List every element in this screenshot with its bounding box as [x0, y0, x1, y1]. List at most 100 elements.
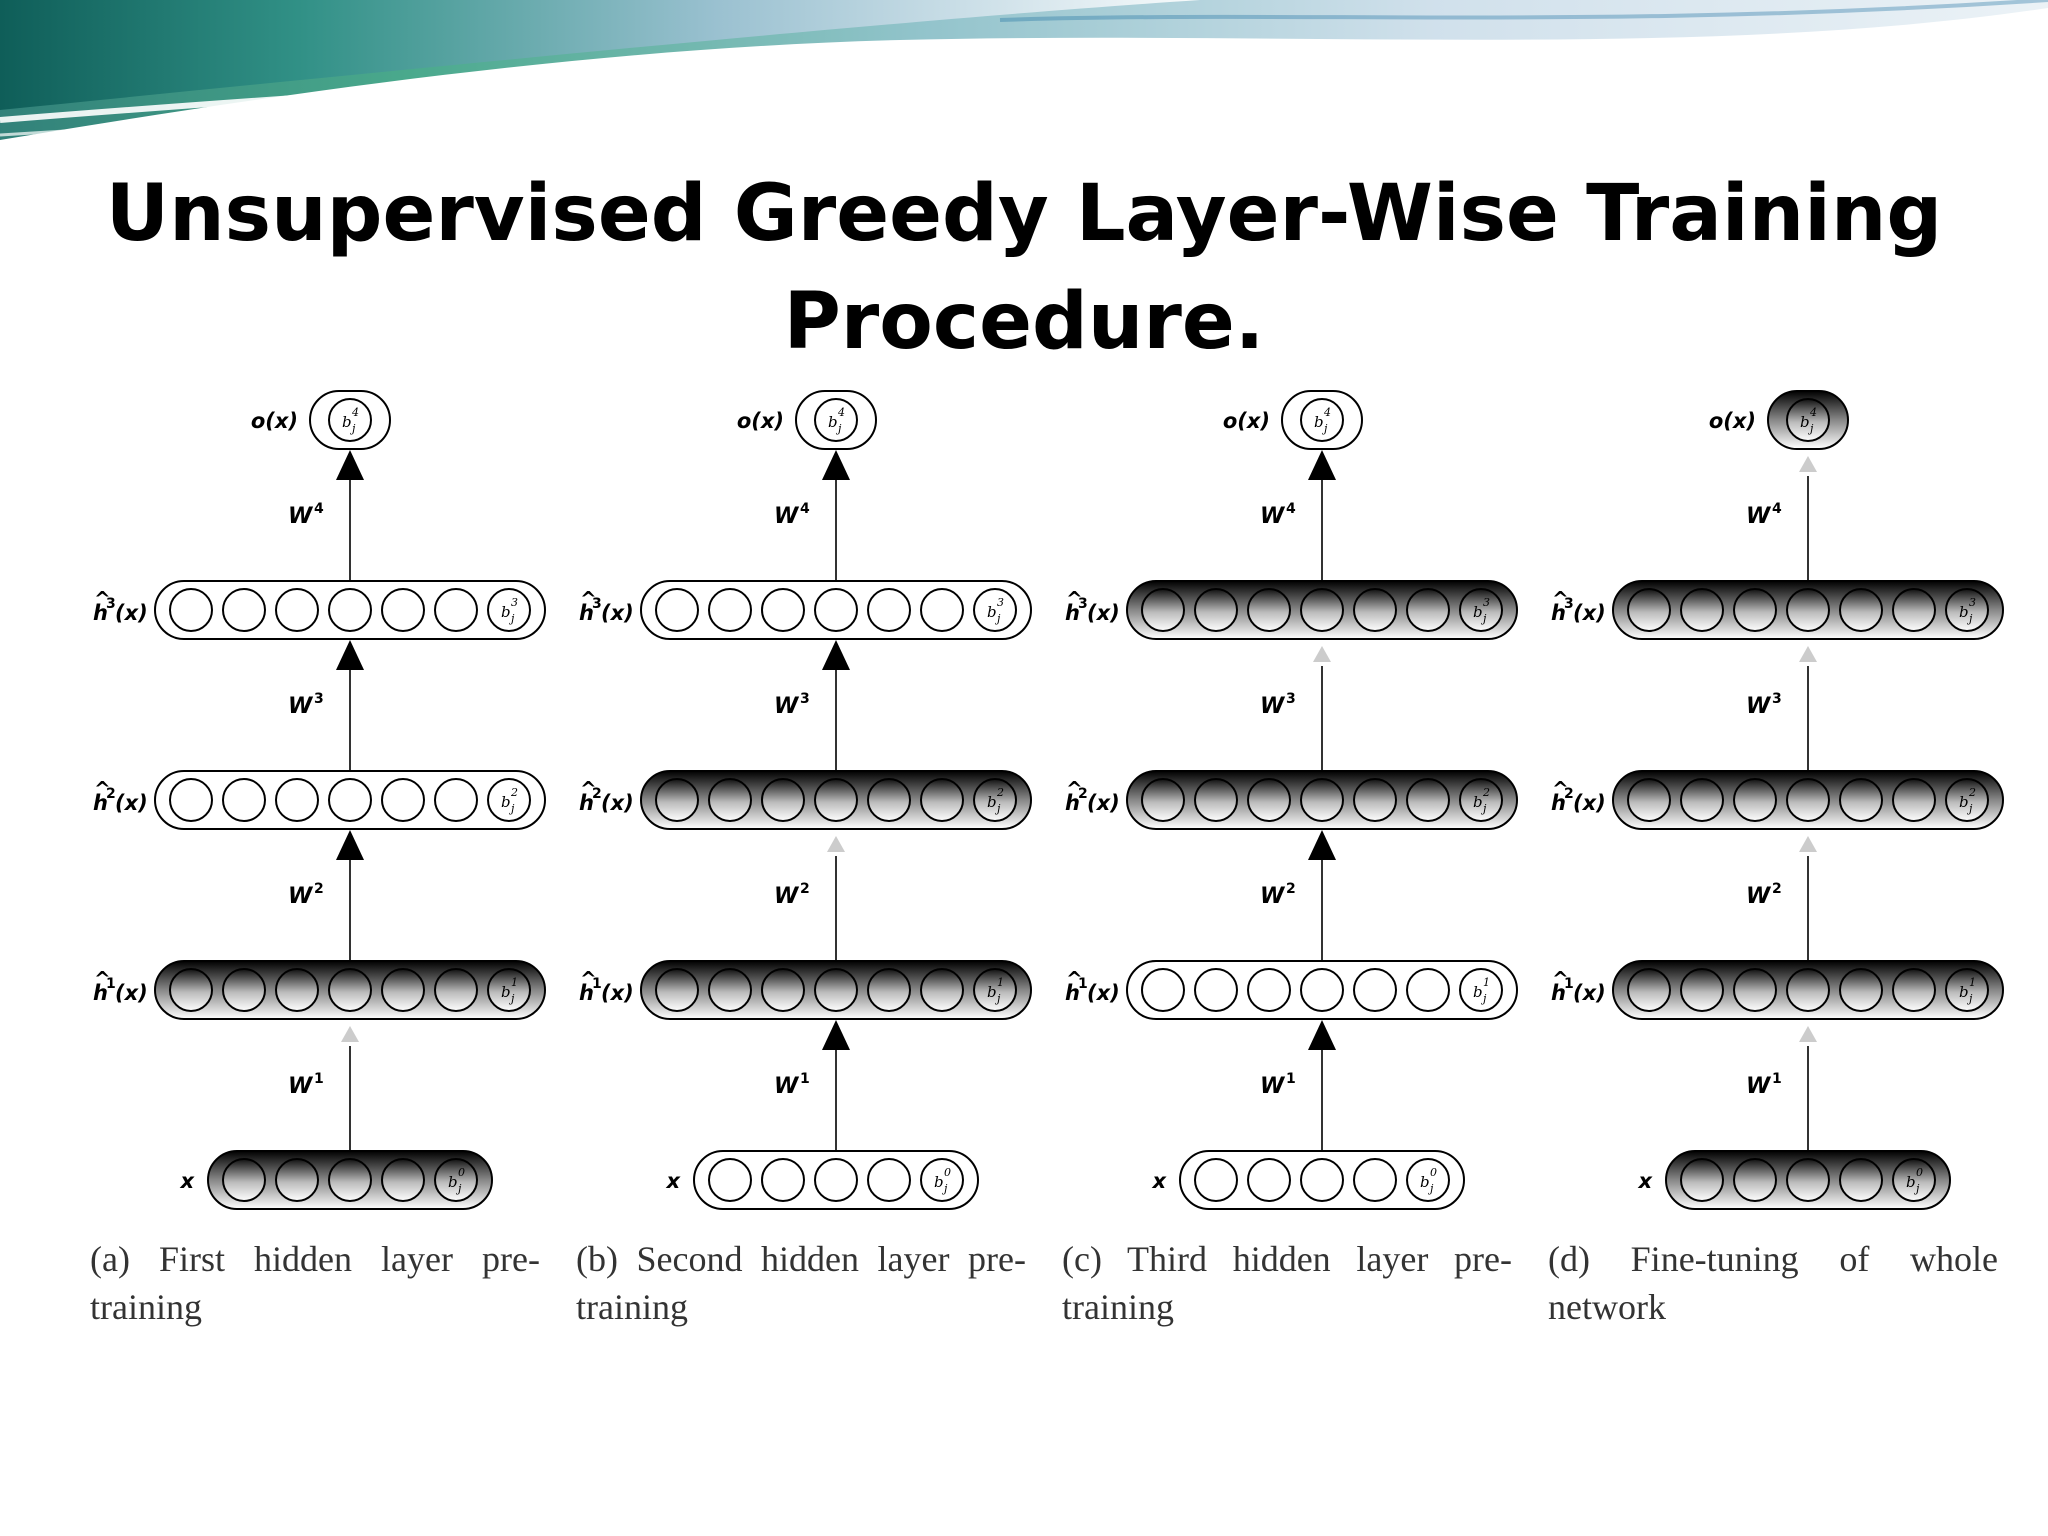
layer-h1: b1j^h1(x): [1065, 960, 1518, 1020]
bias-superscript: 0: [1430, 1166, 1437, 1179]
hat-glyph: ^: [94, 587, 111, 611]
arrowhead-faint: [1799, 646, 1817, 662]
bias-unit: [973, 968, 1017, 1012]
weight-label: W: [1260, 1074, 1286, 1099]
neuron: [1247, 588, 1291, 632]
neuron: [275, 1158, 319, 1202]
arrowhead-faint: [827, 836, 845, 852]
neuron: [1194, 588, 1238, 632]
bias-unit: [1300, 398, 1344, 442]
neuron: [655, 778, 699, 822]
weight-superscript: 1: [1286, 1071, 1296, 1087]
bias-unit: [973, 778, 1017, 822]
neuron: [169, 588, 213, 632]
header-banner: [0, 0, 2048, 150]
bias-letter: b: [448, 1173, 458, 1191]
neuron: [169, 778, 213, 822]
hidden-label: h: [1551, 981, 1566, 1005]
weight-superscript: 2: [1772, 881, 1782, 897]
hidden-suffix: (x): [115, 791, 148, 815]
bias-superscript: 0: [1916, 1166, 1923, 1179]
hidden-suffix: (x): [1087, 981, 1120, 1005]
weight-label: W: [1746, 504, 1772, 529]
slide-title: Unsupervised Greedy Layer-Wise Training …: [0, 160, 2048, 376]
hidden-suffix: (x): [1087, 601, 1120, 625]
neuron: [1141, 968, 1185, 1012]
neuron: [920, 588, 964, 632]
bias-superscript: 0: [944, 1166, 951, 1179]
layer-h2: b2j^h2(x): [1551, 770, 2004, 830]
caption-a: (a) First hidden layer pre-training: [90, 1239, 540, 1327]
neuron: [1300, 968, 1344, 1012]
hat-glyph: ^: [94, 777, 111, 801]
bias-unit: [814, 398, 858, 442]
output-label: o(x): [251, 409, 298, 433]
hidden-label: h: [1551, 601, 1566, 625]
weight-label: W: [774, 884, 800, 909]
neuron: [381, 588, 425, 632]
weight-label: W: [288, 694, 314, 719]
hat-glyph: ^: [1066, 967, 1083, 991]
neuron: [1353, 588, 1397, 632]
caption-b: (b) Second hidden layer pre-training: [576, 1239, 1026, 1327]
weight-superscript: 4: [1772, 501, 1782, 517]
weight-superscript: 2: [800, 881, 810, 897]
title-line-2: Procedure.: [783, 277, 1265, 367]
bias-subscript: j: [1807, 422, 1814, 435]
arrowhead: [822, 1020, 850, 1050]
weight-superscript: 2: [1286, 881, 1296, 897]
weight-label: W: [1260, 694, 1286, 719]
neuron: [1627, 588, 1671, 632]
neuron: [655, 588, 699, 632]
bias-unit: [920, 1158, 964, 1202]
neuron: [1353, 968, 1397, 1012]
hat-glyph: ^: [1552, 777, 1569, 801]
arrowhead: [1308, 450, 1336, 480]
hidden-suffix: (x): [115, 981, 148, 1005]
bias-letter: b: [1473, 603, 1483, 621]
bias-superscript: 1: [997, 976, 1004, 989]
neuron: [708, 968, 752, 1012]
hidden-suffix: (x): [601, 791, 634, 815]
layer-h1: b1j^h1(x): [579, 960, 1032, 1020]
bias-subscript: j: [835, 422, 842, 435]
neuron: [1141, 778, 1185, 822]
arrowhead: [336, 640, 364, 670]
bias-letter: b: [1420, 1173, 1430, 1191]
neuron: [761, 968, 805, 1012]
bias-letter: b: [1959, 603, 1969, 621]
title-line-1: Unsupervised Greedy Layer-Wise Training: [105, 169, 1943, 259]
bias-superscript: 4: [1809, 406, 1817, 419]
bias-letter: b: [501, 793, 511, 811]
neuron: [1353, 1158, 1397, 1202]
arrowhead: [822, 450, 850, 480]
hidden-superscript: 1: [592, 976, 602, 992]
hat-glyph: ^: [1066, 777, 1083, 801]
caption-d: (d) Fine-tuning of whole network: [1548, 1239, 1998, 1327]
bias-subscript: j: [1480, 802, 1487, 815]
neuron: [1892, 968, 1936, 1012]
neuron: [1839, 968, 1883, 1012]
bias-unit: [1945, 778, 1989, 822]
neuron: [1194, 968, 1238, 1012]
hidden-label: h: [579, 791, 594, 815]
neuron: [814, 588, 858, 632]
hidden-superscript: 2: [1564, 786, 1574, 802]
neuron: [1247, 1158, 1291, 1202]
bias-subscript: j: [1480, 612, 1487, 625]
weight-label: W: [774, 1074, 800, 1099]
bias-unit: [487, 968, 531, 1012]
weight-superscript: 4: [314, 501, 324, 517]
